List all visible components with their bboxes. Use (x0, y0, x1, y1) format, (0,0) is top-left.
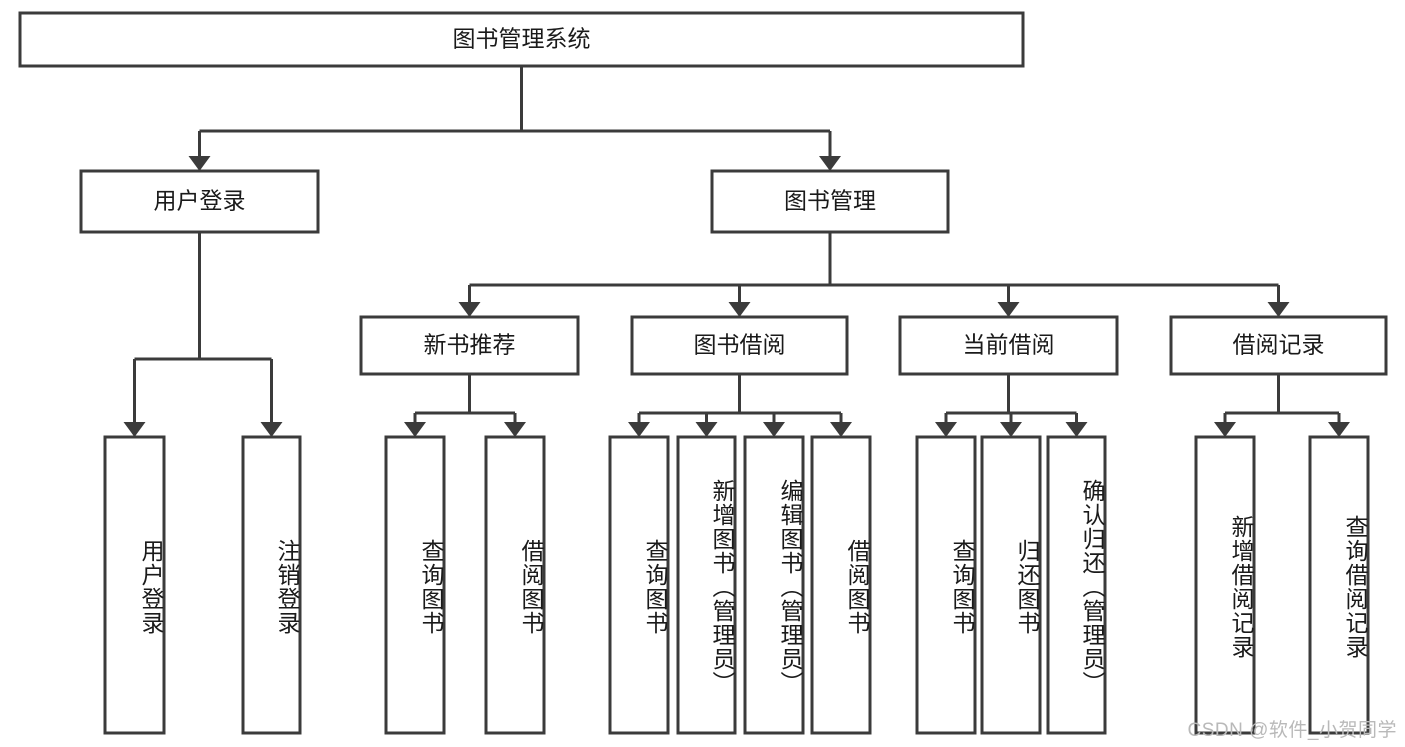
node-box-leaf-user-login (103, 435, 166, 735)
node-label-l3-borrow: 图书借阅 (694, 332, 786, 358)
arrow-head-icon (404, 422, 426, 437)
node-box-l3-record (1169, 315, 1388, 376)
node-label-l2-book: 图书管理 (784, 188, 876, 214)
arrow-head-icon (458, 302, 481, 317)
node-box-leaf-new-query (384, 435, 446, 735)
arrow-head-icon (1214, 422, 1236, 437)
connector-layer (123, 66, 1350, 437)
node-box-l2-user (79, 169, 320, 234)
node-box-l3-current (898, 315, 1119, 376)
node-box-layer (18, 11, 1388, 735)
node-box-leaf-re-add (1194, 435, 1256, 735)
arrow-head-icon (695, 422, 718, 437)
csdn-watermark: CSDN @软件_小贺同学 (1187, 720, 1397, 741)
arrow-head-icon (260, 422, 283, 437)
arrow-head-icon (819, 156, 841, 171)
arrow-head-icon (1328, 422, 1350, 437)
node-box-l3-new (359, 315, 580, 376)
arrow-head-icon (1000, 422, 1022, 437)
node-box-leaf-bo-add (676, 435, 737, 735)
node-label-l3-record: 借阅记录 (1233, 332, 1325, 358)
node-box-leaf-cu-query (915, 435, 977, 735)
node-label-l2-user: 用户登录 (154, 188, 246, 214)
node-box-leaf-bo-query (608, 435, 670, 735)
arrow-head-icon (504, 422, 526, 437)
node-box-l3-borrow (630, 315, 849, 376)
node-box-leaf-re-query (1308, 435, 1370, 735)
node-label-l3-current: 当前借阅 (963, 332, 1055, 358)
node-box-leaf-bo-edit (743, 435, 805, 735)
arrow-head-icon (628, 422, 650, 437)
arrow-head-icon (763, 422, 785, 437)
arrow-head-icon (997, 302, 1020, 317)
arrow-head-icon (830, 422, 852, 437)
node-box-leaf-bo-lend (810, 435, 872, 735)
arrow-head-icon (1065, 422, 1088, 437)
node-box-leaf-new-borrow (484, 435, 546, 735)
node-label-root: 图书管理系统 (453, 26, 591, 52)
arrow-head-icon (188, 156, 211, 171)
node-box-l2-book (710, 169, 950, 234)
node-box-leaf-cu-confirm (1046, 435, 1107, 735)
arrow-head-icon (123, 422, 146, 437)
arrow-head-icon (935, 422, 957, 437)
node-box-root (18, 11, 1025, 68)
arrow-head-icon (728, 302, 751, 317)
arrow-head-icon (1267, 302, 1290, 317)
node-box-leaf-cu-return (980, 435, 1042, 735)
node-box-leaf-user-logout (241, 435, 302, 735)
node-label-l3-new: 新书推荐 (424, 332, 516, 358)
